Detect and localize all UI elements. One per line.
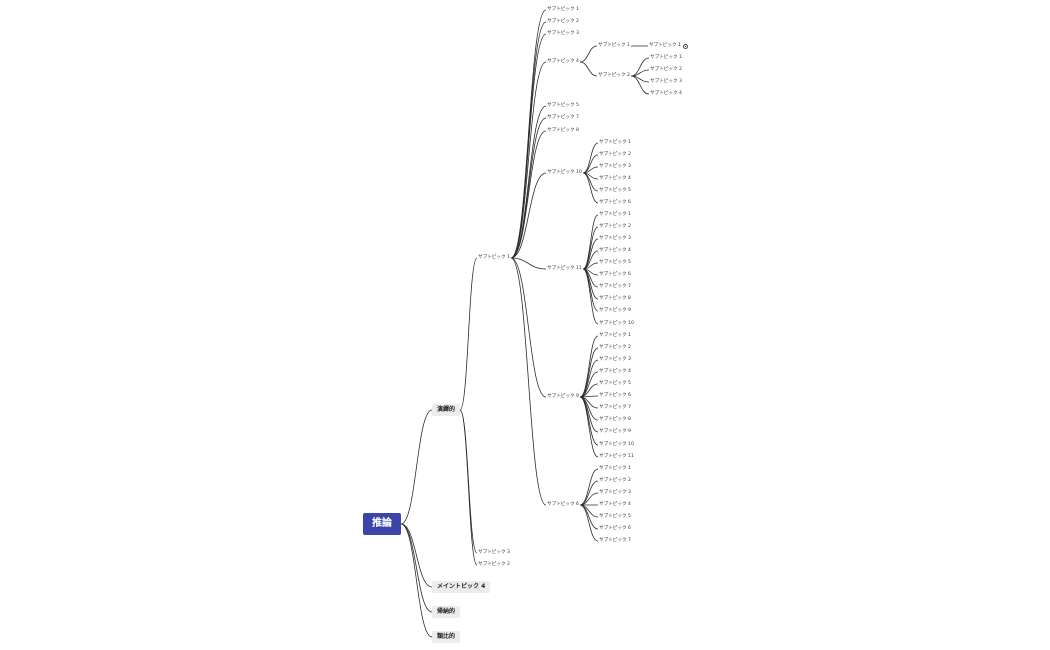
connector-line bbox=[459, 409, 478, 566]
connector-line bbox=[579, 504, 599, 542]
connector-line bbox=[400, 409, 433, 525]
subtopic-node[interactable]: サブトピック 8 bbox=[546, 127, 580, 134]
connector-line bbox=[510, 61, 547, 259]
subtopic-node[interactable]: サブトピック 7 bbox=[598, 404, 632, 411]
subtopic-node[interactable]: サブトピック 2 bbox=[598, 477, 632, 484]
connector-line bbox=[579, 396, 599, 421]
subtopic-node[interactable]: サブトピック 2 bbox=[649, 66, 683, 73]
subtopic-node[interactable]: サブトピック 9 bbox=[598, 307, 632, 314]
subtopic-node[interactable]: サブトピック 1 bbox=[598, 465, 632, 472]
subtopic-node[interactable]: サブトピック 8 bbox=[598, 416, 632, 423]
main-topic[interactable]: 類比的 bbox=[432, 631, 461, 643]
subtopic-node[interactable]: サブトピック 4 bbox=[598, 175, 632, 182]
subtopic-node[interactable]: サブトピック 2 bbox=[546, 18, 580, 25]
connector-line bbox=[400, 523, 433, 613]
subtopic-node[interactable]: サブトピック 6 bbox=[546, 501, 580, 508]
subtopic-node[interactable]: サブトピック 10 bbox=[598, 320, 635, 327]
subtopic-node[interactable]: サブトピック 10 bbox=[546, 169, 583, 176]
subtopic-node[interactable]: サブトピック 8 bbox=[598, 295, 632, 302]
subtopic-node[interactable]: サブトピック 4 bbox=[598, 368, 632, 375]
subtopic-node[interactable]: サブトピック 5 bbox=[546, 102, 580, 109]
subtopic-node[interactable]: サブトピック 4 bbox=[598, 501, 632, 508]
connector-line bbox=[510, 257, 547, 506]
connector-line bbox=[630, 75, 650, 95]
subtopic-node[interactable]: サブトピック 2 bbox=[598, 223, 632, 230]
subtopic-node[interactable]: サブトピック 1 bbox=[546, 6, 580, 13]
main-topic[interactable]: 帰納的 bbox=[432, 606, 461, 618]
subtopic-node[interactable]: サブトピック 11 bbox=[598, 453, 635, 460]
connector-line bbox=[459, 257, 478, 411]
connector-line bbox=[579, 468, 599, 506]
subtopic-node[interactable]: サブトピック 4 bbox=[598, 247, 632, 254]
subtopic-node[interactable]: サブトピック 1 bbox=[648, 42, 682, 49]
connector-line bbox=[579, 396, 599, 446]
connector-line bbox=[510, 130, 547, 259]
subtopic-node[interactable]: サブトピック 11 bbox=[546, 265, 583, 272]
root-topic[interactable]: 推論 bbox=[363, 513, 401, 535]
subtopic-node[interactable]: サブトピック 1 bbox=[598, 332, 632, 339]
connector-line bbox=[579, 504, 599, 530]
subtopic-node[interactable]: サブトピック 2 bbox=[598, 344, 632, 351]
subtopic-node[interactable]: サブトピック 2 bbox=[598, 151, 632, 158]
connector-line bbox=[579, 45, 598, 63]
connector-line bbox=[510, 117, 547, 259]
subtopic-node[interactable]: サブトピック 4 bbox=[546, 58, 580, 65]
subtopic-node[interactable]: サブトピック 5 bbox=[598, 380, 632, 387]
connector-line bbox=[510, 172, 547, 259]
subtopic-node[interactable]: サブトピック 3 bbox=[649, 78, 683, 85]
subtopic-node[interactable]: サブトピック 10 bbox=[598, 441, 635, 448]
subtopic-node[interactable]: サブトピック 1 bbox=[598, 139, 632, 146]
subtopic-node[interactable]: サブトピック 2 bbox=[477, 561, 511, 568]
connector-line bbox=[582, 226, 599, 270]
subtopic-node[interactable]: サブトピック 3 bbox=[477, 549, 511, 556]
main-topic[interactable]: メイントピック 4 bbox=[432, 581, 491, 593]
connector-line bbox=[579, 480, 599, 506]
connector-line bbox=[582, 268, 599, 312]
connector-line bbox=[579, 61, 598, 77]
connector-line bbox=[510, 9, 547, 259]
subtopic-node[interactable]: サブトピック 1 bbox=[597, 42, 631, 49]
connector-line bbox=[510, 21, 547, 259]
connector-line bbox=[510, 257, 547, 270]
subtopic-node[interactable]: サブトピック 5 bbox=[598, 187, 632, 194]
subtopic-node[interactable]: サブトピック 9 bbox=[598, 428, 632, 435]
subtopic-node[interactable]: サブトピック 6 bbox=[598, 271, 632, 278]
subtopic-node[interactable]: サブトピック 1 bbox=[649, 54, 683, 61]
subtopic-node[interactable]: サブトピック 3 bbox=[546, 30, 580, 37]
subtopic-node[interactable]: サブトピック 5 bbox=[598, 513, 632, 520]
collapse-toggle-icon[interactable] bbox=[683, 43, 688, 49]
connector-line bbox=[582, 172, 599, 204]
connector-line bbox=[579, 335, 599, 398]
connector-line bbox=[582, 268, 599, 325]
subtopic-node[interactable]: サブトピック 7 bbox=[598, 283, 632, 290]
subtopic-node[interactable]: サブトピック 3 bbox=[598, 356, 632, 363]
subtopic-node[interactable]: サブトピック 7 bbox=[546, 114, 580, 121]
subtopic-node[interactable]: サブトピック 4 bbox=[649, 90, 683, 97]
subtopic-node[interactable]: サブトピック 3 bbox=[598, 489, 632, 496]
subtopic-node[interactable]: サブトピック 2 bbox=[597, 72, 631, 79]
subtopic-node[interactable]: サブトピック 1 bbox=[477, 254, 511, 261]
connector-line bbox=[400, 523, 433, 588]
connector-line bbox=[579, 396, 599, 458]
subtopic-node[interactable]: サブトピック 1 bbox=[598, 211, 632, 218]
subtopic-node[interactable]: サブトピック 5 bbox=[598, 259, 632, 266]
subtopic-node[interactable]: サブトピック 6 bbox=[598, 525, 632, 532]
main-topic[interactable]: 演繹的 bbox=[432, 404, 461, 416]
connector-line bbox=[579, 359, 599, 398]
subtopic-node[interactable]: サブトピック 7 bbox=[598, 537, 632, 544]
subtopic-node[interactable]: サブトピック 6 bbox=[598, 199, 632, 206]
subtopic-node[interactable]: サブトピック 3 bbox=[598, 235, 632, 242]
connector-line bbox=[400, 523, 433, 638]
connector-line bbox=[510, 257, 547, 398]
subtopic-node[interactable]: サブトピック 6 bbox=[598, 392, 632, 399]
subtopic-node[interactable]: サブトピック 3 bbox=[598, 163, 632, 170]
subtopic-node[interactable]: サブトピック 9 bbox=[546, 393, 580, 400]
connector-line bbox=[510, 33, 547, 259]
connector-line bbox=[582, 142, 599, 174]
